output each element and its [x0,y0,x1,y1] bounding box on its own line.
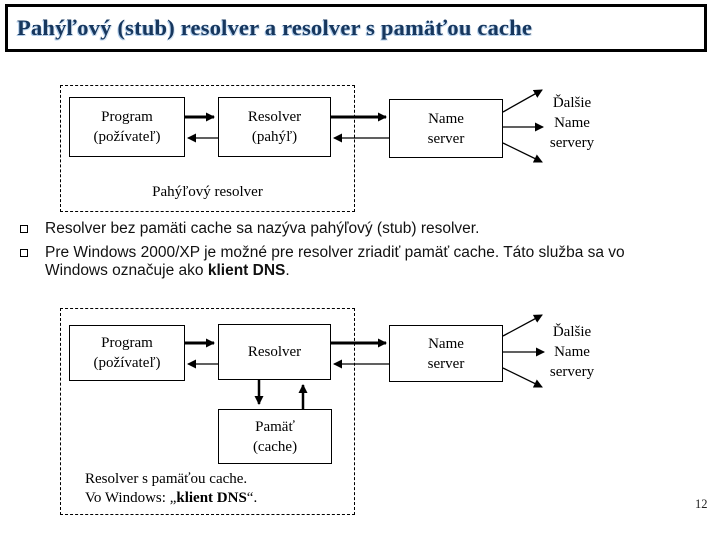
nameserver-label-line1: Name [428,335,464,352]
others-bottom-line3: servery [549,364,595,380]
resolver-label: Resolver [247,344,302,360]
nameserver-label-line1: Name [428,110,464,127]
nameserver-box-top: Name server [389,99,503,158]
others-top-line2: Name [554,115,590,131]
program-label-line2: (požívateľ) [93,129,161,145]
program-box-top: Program (požívateľ) [69,97,185,157]
caption-line2: Vo Windows: „klient DNS“. [85,489,350,508]
arrow-fanout-top-1 [502,89,543,113]
caption-line2-suffix: “. [246,490,258,506]
cache-label-line2: (cache) [252,438,298,455]
nameserver-label-line2: server [427,130,465,147]
cache-box: Pamäť (cache) [218,409,332,464]
arrow-fanout-top-3 [502,142,543,163]
resolver-box-top: Resolver (pahýľ) [218,97,331,157]
caption-line1: Resolver s pamäťou cache. [85,471,248,487]
program-label-line1: Program [101,335,153,351]
arrow-fanout-bottom-1 [502,314,543,337]
other-nameservers-label-bottom: Ďalšie Name servery [538,322,606,382]
caption-line2-bold: klient DNS [176,490,247,506]
program-label-line1: Program [101,109,153,125]
resolver-label-line1: Resolver [247,109,302,125]
stub-resolver-dashed-boundary [60,85,355,212]
resolver-label-line2: (pahýľ) [251,129,298,145]
bullet-1-text: Resolver bez pamäti cache sa nazýva pahý… [45,220,480,237]
others-top-line3: servery [549,135,595,151]
others-bottom-line2: Name [554,344,590,360]
other-nameservers-label-top: Ďalšie Name servery [538,93,606,153]
page-number: 12 [695,497,708,511]
bullet-2-bold: klient DNS [207,262,286,279]
resolver-box-bottom: Resolver [218,324,331,380]
cache-label-line1: Pamäť [255,418,295,435]
bullet-2-suffix: . [285,262,290,279]
stub-resolver-caption: Pahýľový resolver [152,184,263,200]
others-bottom-line1: Ďalšie [552,324,592,340]
caption-line2-prefix: Vo Windows: „ [85,490,177,506]
bullet-square-icon [20,225,28,233]
slide-title: Pahýľový (stub) resolver a resolver s pa… [17,15,533,40]
cache-resolver-dashed-boundary [60,308,355,515]
bullet-2-text: Pre Windows 2000/XP je možné pre resolve… [45,244,625,279]
bullet-item-2: Pre Windows 2000/XP je možné pre resolve… [18,244,678,280]
program-label-line2: (požívateľ) [93,355,161,371]
bullet-item-1: Resolver bez pamäti cache sa nazýva pahý… [18,220,678,238]
cache-resolver-caption: Resolver s pamäťou cache. Vo Windows: „k… [85,470,350,508]
program-box-bottom: Program (požívateľ) [69,325,185,381]
arrow-fanout-bottom-3 [502,367,543,388]
others-top-line1: Ďalšie [552,95,592,111]
bullet-list: Resolver bez pamäti cache sa nazýva pahý… [18,220,678,286]
nameserver-label-line2: server [427,355,465,372]
nameserver-box-bottom: Name server [389,325,503,382]
slide-title-box: Pahýľový (stub) resolver a resolver s pa… [5,4,707,52]
bullet-square-icon [20,249,28,257]
